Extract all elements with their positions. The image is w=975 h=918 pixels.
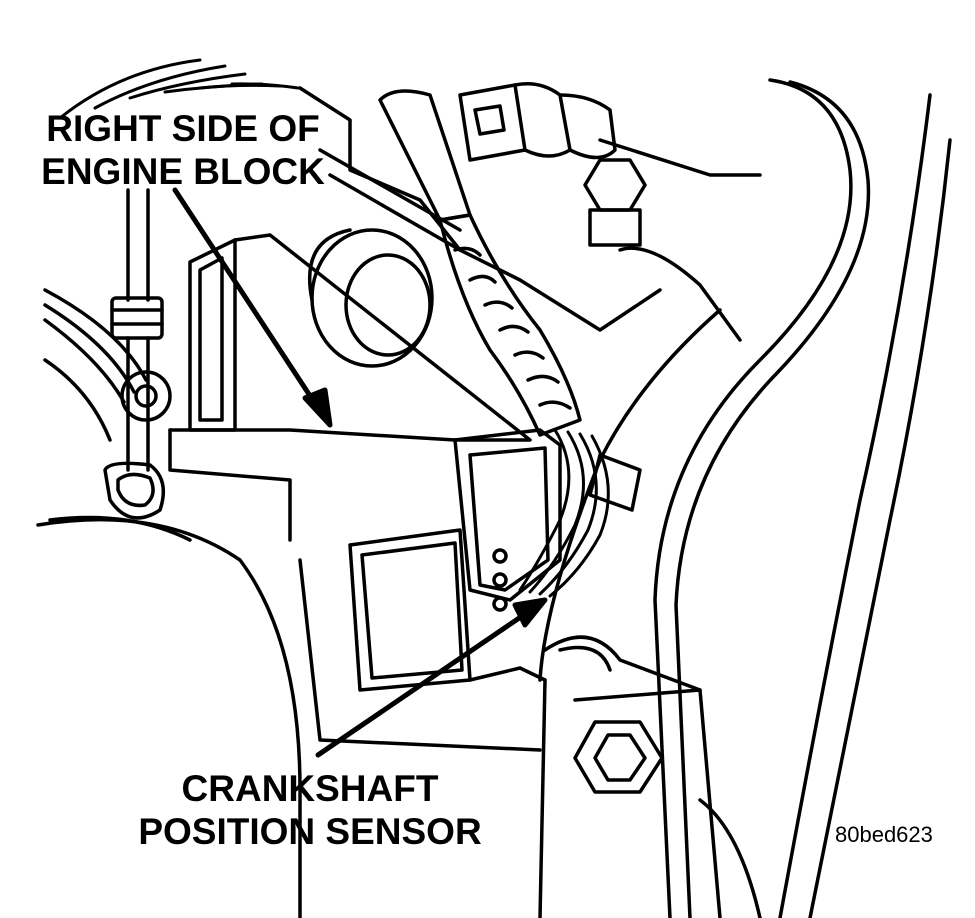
top-connector	[458, 82, 647, 247]
left-pipe-assembly	[43, 188, 172, 520]
sensor-callout-line2: POSITION SENSOR	[138, 811, 482, 852]
figure-id: 80bed623	[835, 822, 933, 847]
engine-block-callout-line1: RIGHT SIDE OF	[46, 108, 320, 149]
sensor-body	[348, 428, 562, 692]
sensor-callout-line1: CRANKSHAFT	[181, 768, 439, 809]
lower-flange	[538, 635, 762, 918]
sensor-callout: CRANKSHAFT POSITION SENSOR	[130, 770, 490, 856]
right-rails	[538, 78, 952, 918]
engine-block-callout: RIGHT SIDE OF ENGINE BLOCK	[28, 110, 338, 196]
engine-block-outline	[36, 86, 762, 918]
top-hatching	[58, 58, 300, 120]
wire-harness	[378, 89, 582, 437]
block-boss	[307, 228, 434, 368]
engine-block-callout-line2: ENGINE BLOCK	[41, 151, 325, 192]
callout-arrows	[172, 187, 548, 758]
